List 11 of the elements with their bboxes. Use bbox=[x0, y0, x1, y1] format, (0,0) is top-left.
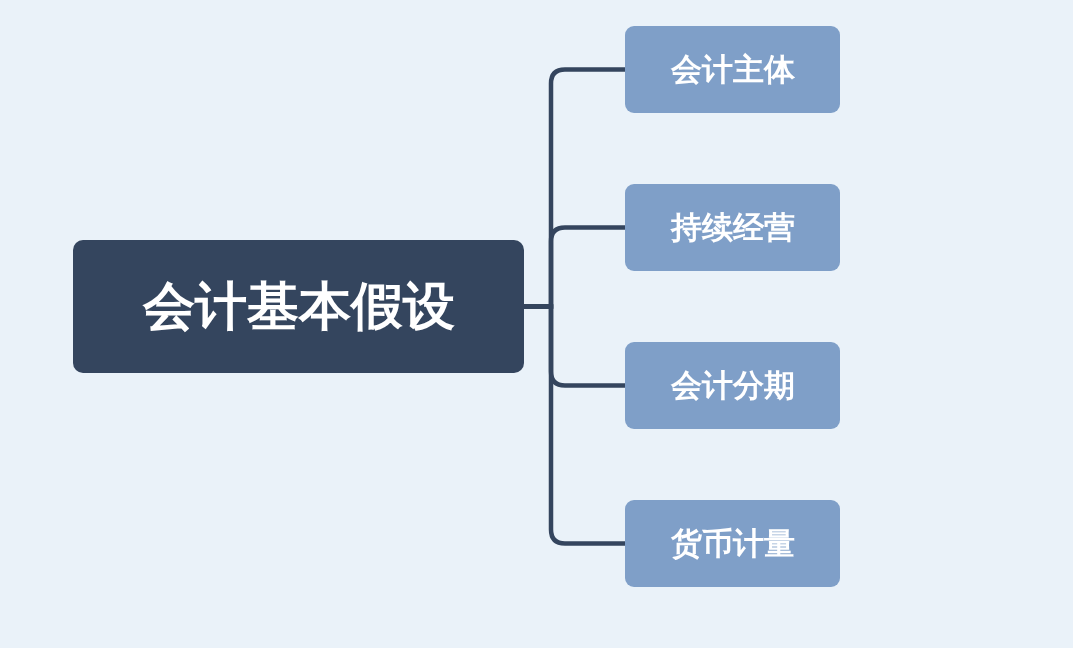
subtopic-box bbox=[625, 342, 840, 429]
topic-box bbox=[73, 240, 524, 373]
node-label: 会计基本假设 bbox=[142, 274, 455, 338]
node-label: 会计分期 bbox=[670, 365, 795, 405]
node-label: 货币计量 bbox=[670, 523, 795, 563]
node-label: 持续经营 bbox=[670, 207, 795, 247]
subtopic-box bbox=[625, 184, 840, 271]
subtopic-box bbox=[625, 500, 840, 587]
connector-line bbox=[524, 304, 625, 546]
node-label: 会计主体 bbox=[670, 49, 795, 89]
subtopic-box bbox=[625, 26, 840, 113]
